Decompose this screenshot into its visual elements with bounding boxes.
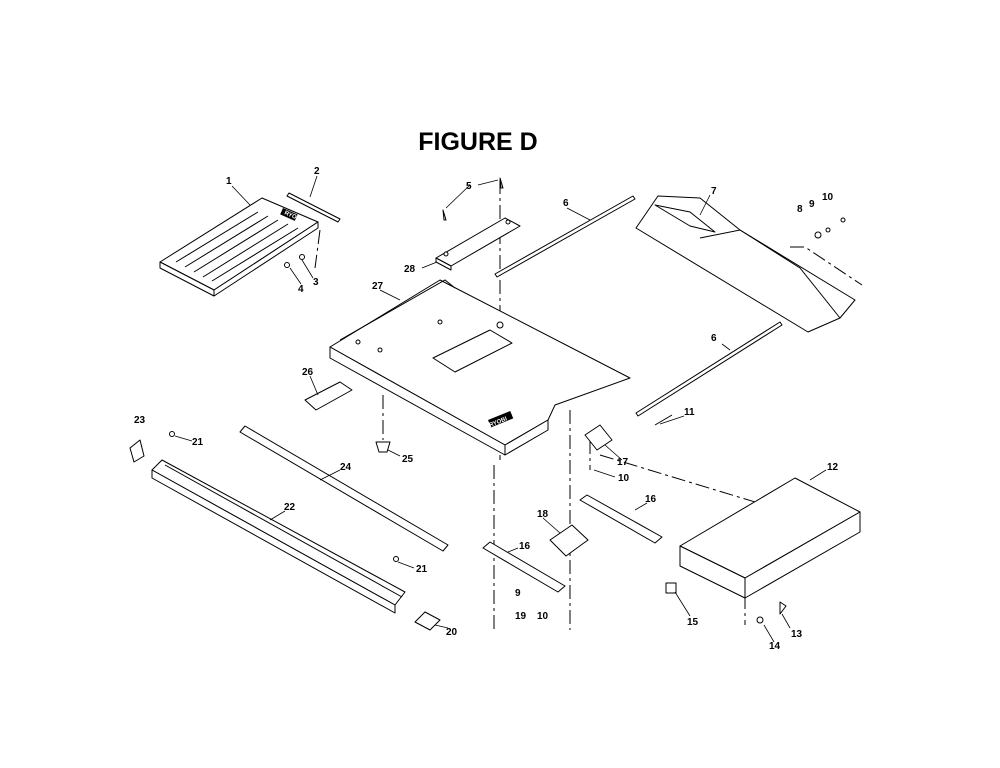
part-8-9-10-hardware [814, 217, 846, 239]
part-2-rod [286, 192, 341, 223]
part-25-foot [375, 441, 391, 453]
callout-7: 7 [711, 186, 717, 197]
callout-22: 22 [284, 502, 296, 513]
callout-21-top: 21 [192, 437, 204, 448]
part-26-insert [304, 381, 353, 411]
callout-16-left: 16 [519, 541, 531, 552]
callout-6-bottom: 6 [711, 333, 717, 344]
callout-9-bottom: 9 [515, 588, 521, 599]
part-18-clip [549, 524, 589, 557]
part-13-14-15-hardware [665, 582, 787, 624]
callout-3: 3 [313, 277, 319, 288]
callout-14: 14 [769, 641, 781, 652]
callout-1: 1 [226, 176, 232, 187]
callout-23: 23 [134, 415, 146, 426]
callout-5: 5 [466, 181, 472, 192]
callout-25: 25 [402, 454, 414, 465]
part-21-screws [169, 431, 399, 562]
figure-title: FIGURE D [418, 128, 538, 156]
part-5-screws [442, 177, 504, 221]
callout-8: 8 [797, 204, 803, 215]
part-23-end-cap [129, 439, 145, 463]
callout-28: 28 [404, 264, 416, 275]
part-6-rods [494, 195, 783, 417]
part-28-bracket-plate [435, 217, 521, 271]
callout-27: 27 [372, 281, 384, 292]
callout-18: 18 [537, 509, 549, 520]
part-22-front-rail [151, 459, 406, 614]
callout-4: 4 [298, 284, 304, 295]
callout-17: 17 [617, 457, 629, 468]
callout-13: 13 [791, 629, 803, 640]
part-27-table-base: RYOBI [329, 279, 631, 456]
callout-16-right: 16 [645, 494, 657, 505]
callout-9-top: 9 [809, 199, 815, 210]
callout-19: 19 [515, 611, 527, 622]
part-17-bracket [584, 424, 613, 451]
part-1-extension-table: RYOBI [159, 197, 319, 297]
callout-20: 20 [446, 627, 458, 638]
callout-6-top: 6 [563, 198, 569, 209]
callout-26: 26 [302, 367, 314, 378]
callout-12: 12 [827, 462, 839, 473]
callout-10-top: 10 [822, 192, 834, 203]
callout-10-bottom: 10 [537, 611, 549, 622]
part-16-brackets [482, 494, 663, 593]
leader-lines [174, 175, 827, 643]
callout-10-middle: 10 [618, 473, 630, 484]
callout-11: 11 [684, 407, 695, 418]
callout-2: 2 [314, 166, 320, 177]
part-20-end-cap [414, 611, 441, 631]
callout-21-bottom: 21 [416, 564, 428, 575]
part-24-scale [239, 425, 449, 552]
callout-24: 24 [340, 462, 352, 473]
part-7-rear-extension [635, 195, 856, 333]
part-3-4-screws [284, 254, 305, 268]
part-12-side-table [679, 477, 861, 599]
part-11-indicator [654, 414, 673, 426]
callout-15: 15 [687, 617, 699, 628]
callout-labels: 1 2 3 4 5 6 6 7 8 9 10 11 12 13 14 15 16… [134, 166, 839, 652]
